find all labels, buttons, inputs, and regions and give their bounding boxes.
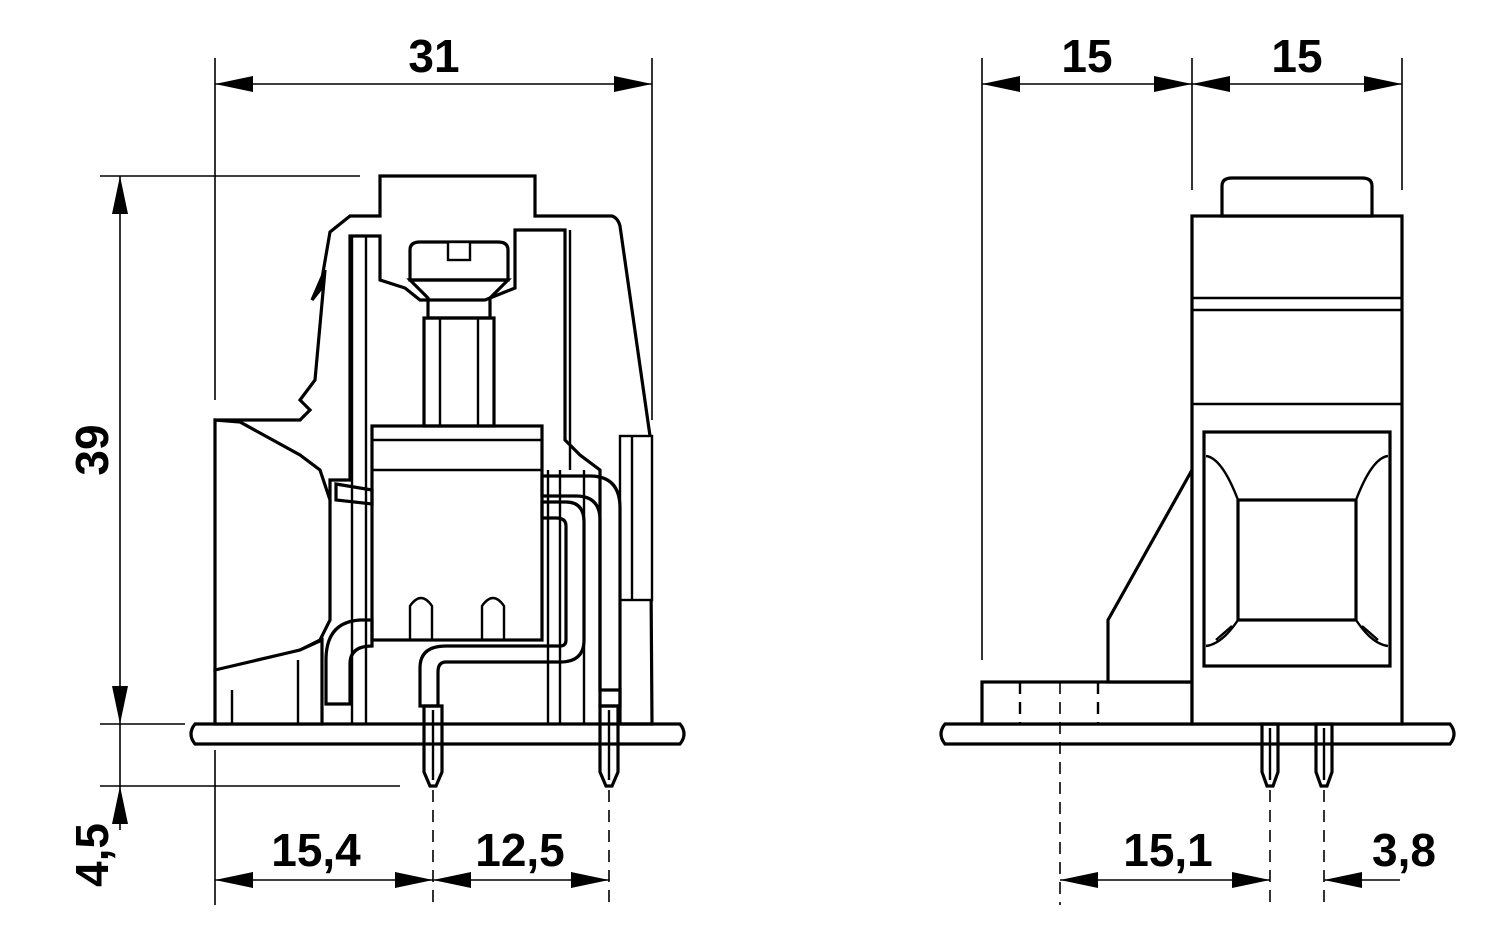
side-top-cap xyxy=(1220,176,1374,218)
side-pin-right xyxy=(1314,722,1334,788)
right-pin-inner xyxy=(418,500,586,708)
screw-slot xyxy=(446,240,472,262)
solder-pin-left xyxy=(422,704,444,788)
pcb-board xyxy=(189,722,686,746)
dim-side-pin-spacing: 3,8 xyxy=(1372,824,1436,876)
dim-pin-length: 4,5 xyxy=(66,823,118,887)
left-tab xyxy=(334,482,374,506)
side-support xyxy=(1106,463,1194,684)
dim-pin-offset-left: 15,4 xyxy=(271,824,361,876)
dim-pin-spacing: 12,5 xyxy=(475,824,565,876)
housing-left-block xyxy=(213,418,332,672)
side-view: 15 15 15,1 3,8 xyxy=(939,30,1456,905)
screw-shaft xyxy=(422,316,496,428)
side-pin-left xyxy=(1260,722,1280,788)
wire-entry-frame xyxy=(1202,430,1392,668)
solder-pin-right xyxy=(598,704,620,788)
front-view: 31 39 4,5 15,4 12,5 xyxy=(66,30,686,905)
dim-front-height: 39 xyxy=(66,424,118,475)
side-foot xyxy=(980,680,1194,726)
dim-side-pin-offset: 15,1 xyxy=(1123,824,1213,876)
side-pcb-board xyxy=(939,722,1456,746)
clamp-body xyxy=(370,424,544,642)
housing-section xyxy=(214,174,654,726)
dim-side-width-left: 15 xyxy=(1061,30,1112,82)
dim-front-width: 31 xyxy=(408,30,459,82)
left-pin xyxy=(324,618,374,706)
screw-head xyxy=(408,240,510,282)
dim-side-width-right: 15 xyxy=(1271,30,1322,82)
wire-entry-opening xyxy=(1236,498,1358,622)
